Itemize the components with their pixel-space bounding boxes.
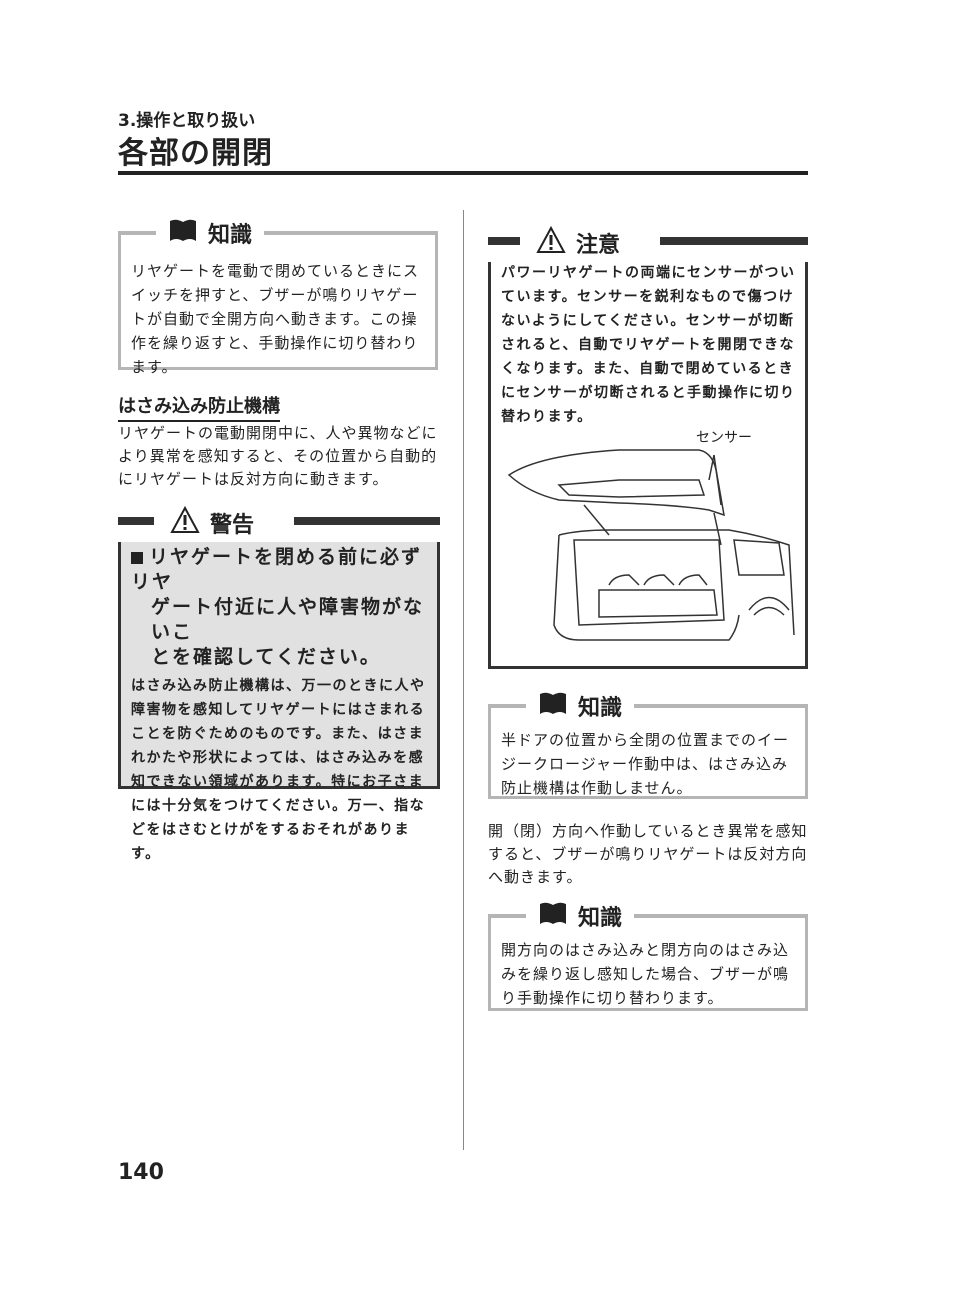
book-icon bbox=[538, 691, 568, 721]
warning-text: はさみ込み防止機構は、万一のときに人や障害物を感知してリヤゲートにはさまれること… bbox=[131, 678, 426, 862]
rear-gate-illustration bbox=[507, 449, 795, 641]
info-box-2-text: 半ドアの位置から全閉の位置までのイージークロージャー作動中は、はさみ込み防止機構… bbox=[501, 731, 790, 797]
info-box-2-label: 知識 bbox=[578, 696, 623, 721]
info-box-2-header: 知識 bbox=[488, 686, 808, 726]
book-icon bbox=[168, 218, 198, 248]
header-line bbox=[118, 231, 438, 234]
right-paragraph: 開（閉）方向へ作動しているとき異常を感知すると、ブザーが鳴りリヤゲートは反対方向… bbox=[488, 822, 808, 886]
title-underline bbox=[118, 171, 808, 175]
warning-title: リヤゲートを閉める前に必ずリヤ ゲート付近に人や障害物がないこ とを確認してくだ… bbox=[131, 545, 429, 670]
section-text: リヤゲートの電動開閉中に、人や異物などにより異常を感知すると、その位置から自動的… bbox=[118, 424, 438, 488]
section-heading: はさみ込み防止機構 bbox=[118, 392, 280, 422]
sensor-label: センサー bbox=[696, 430, 752, 446]
warning-title-line: とを確認してください。 bbox=[151, 646, 381, 668]
page-number: 140 bbox=[118, 1160, 164, 1185]
caution-box-label: 注意 bbox=[576, 233, 621, 258]
caution-box-header: 注意 bbox=[488, 222, 808, 262]
info-box-3-header: 知識 bbox=[488, 896, 808, 936]
info-box-1: 知識 リヤゲートを電動で閉めているときにスイッチを押すと、ブザーが鳴りリヤゲート… bbox=[118, 217, 438, 376]
warning-box-label: 警告 bbox=[210, 513, 255, 538]
chapter-label: 3.操作と取り扱い bbox=[118, 111, 256, 131]
square-bullet-icon bbox=[131, 551, 143, 564]
info-box-1-text: リヤゲートを電動で閉めているときにスイッチを押すと、ブザーが鳴りリヤゲートが自動… bbox=[131, 262, 420, 376]
warning-box: 警告 リヤゲートを閉める前に必ずリヤ ゲート付近に人や障害物がないこ とを確認し… bbox=[118, 502, 440, 862]
info-box-1-header: 知識 bbox=[118, 213, 438, 253]
caution-text: パワーリヤゲートの両端にセンサーがついています。センサーを鋭利なもので傷つけない… bbox=[501, 265, 796, 425]
info-box-3: 知識 開方向のはさみ込みと閉方向のはさみ込みを繰り返し感知した場合、ブザーが鳴り… bbox=[488, 900, 808, 1011]
info-box-3-label: 知識 bbox=[578, 906, 623, 931]
book-icon bbox=[538, 901, 568, 931]
warning-box-header: 警告 bbox=[118, 502, 440, 542]
column-divider bbox=[463, 210, 464, 1150]
exclamation-triangle-icon bbox=[536, 225, 566, 260]
info-box-2: 知識 半ドアの位置から全閉の位置までのイージークロージャー作動中は、はさみ込み防… bbox=[488, 690, 808, 799]
info-box-1-label: 知識 bbox=[208, 223, 253, 248]
caution-box: 注意 パワーリヤゲートの両端にセンサーがついています。センサーを鋭利なもので傷つ… bbox=[488, 222, 808, 669]
page-title: 各部の開閉 bbox=[118, 136, 273, 171]
exclamation-triangle-icon bbox=[170, 505, 200, 540]
info-box-3-text: 開方向のはさみ込みと閉方向のはさみ込みを繰り返し感知した場合、ブザーが鳴り手動操… bbox=[501, 941, 790, 1007]
warning-title-line: リヤゲートを閉める前に必ずリヤ bbox=[131, 546, 423, 593]
warning-title-line: ゲート付近に人や障害物がないこ bbox=[151, 596, 425, 643]
